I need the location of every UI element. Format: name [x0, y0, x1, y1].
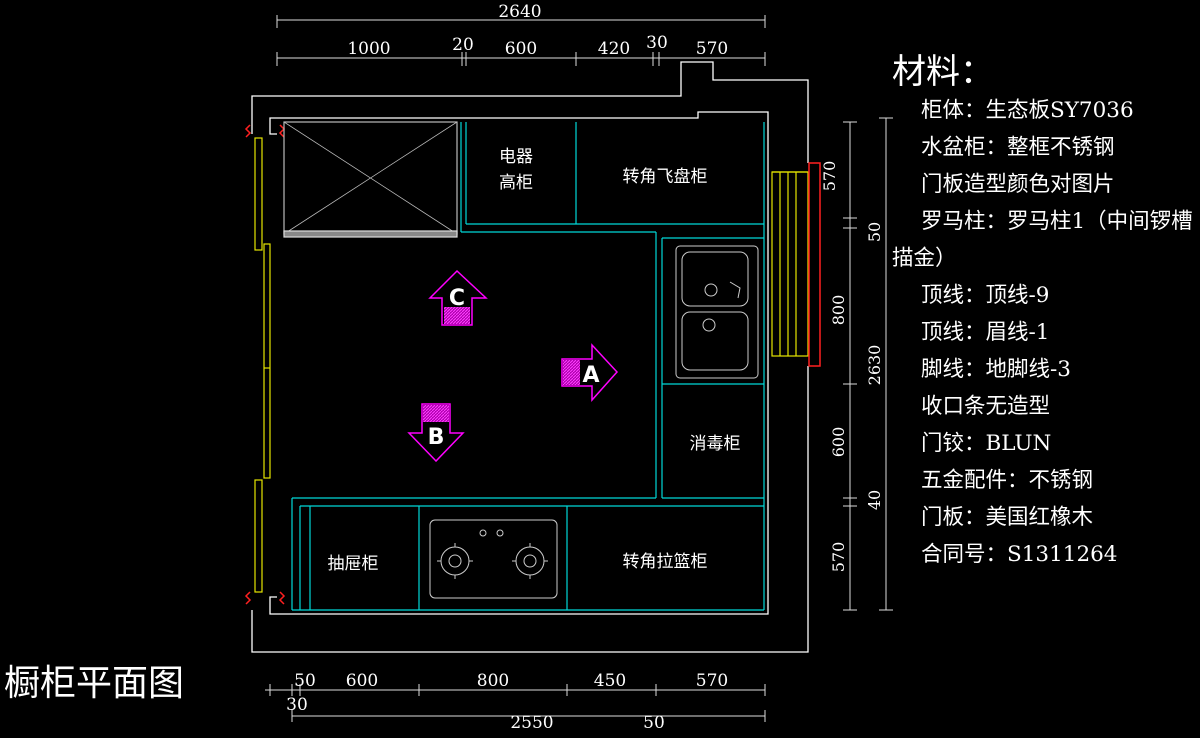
marker-a-label: A [582, 363, 599, 388]
material-line: 顶线：顶线-9 [921, 283, 1050, 308]
dim-top-2: 20 [452, 35, 474, 55]
dim-right-3: 800 [829, 295, 848, 326]
dim-right-5: 40 [865, 490, 884, 510]
right-window [771, 171, 809, 357]
dim-bottom-total: 2550 [510, 713, 553, 733]
materials-title: 材料： [892, 52, 994, 92]
sink [675, 245, 759, 379]
label-corner-basket: 转角拉篮柜 [623, 552, 708, 572]
material-line: 顶线：眉线-1 [921, 320, 1050, 345]
dim-top-4: 420 [598, 39, 630, 59]
material-line: 水盆柜：整框不锈钢 [921, 135, 1115, 160]
label-corner-flyer: 转角飞盘柜 [623, 167, 708, 187]
dim-right-6: 570 [829, 542, 848, 573]
dim-right-4: 600 [829, 427, 848, 458]
dim-top-total: 2640 [498, 2, 541, 22]
material-line: 脚线：地脚线-3 [921, 357, 1071, 382]
label-appliance-tall-2: 高柜 [499, 173, 533, 193]
dim-bottom-1: 50 [294, 671, 316, 691]
dim-bottom-2: 600 [346, 671, 378, 691]
dimension-labels: 2640 1000 20 600 420 30 570 570 50 800 6… [286, 2, 884, 733]
cooktop [429, 519, 558, 599]
walls [251, 61, 809, 653]
plan-title: 橱柜平面图 [4, 663, 185, 704]
dim-bottom-4: 450 [594, 671, 626, 691]
marker-b: B [407, 403, 465, 463]
dim-top-3: 600 [505, 39, 537, 59]
material-line: 门板造型颜色对图片 [921, 172, 1115, 197]
dim-bottom-5: 570 [696, 671, 728, 691]
dim-right-total: 2630 [865, 345, 884, 386]
material-line: 门铰：BLUN [921, 431, 1052, 456]
material-line: 门板：美国红橡木 [921, 505, 1094, 530]
cabinet-outlines [283, 121, 765, 611]
dim-bottom-extra2: 50 [643, 713, 665, 733]
dim-top-1: 1000 [347, 39, 390, 59]
marker-a: A [561, 343, 619, 402]
material-line: 罗马柱：罗马柱1（中间锣槽描金） [892, 209, 1193, 271]
dim-right-1: 570 [820, 161, 839, 192]
material-line: 合同号：S1311264 [921, 542, 1118, 567]
marker-b-label: B [428, 425, 445, 450]
dim-bottom-extra: 30 [286, 695, 308, 715]
cabinet-labels: 电器 高柜 转角飞盘柜 消毒柜 抽屉柜 转角拉篮柜 [328, 147, 741, 574]
label-appliance-tall-1: 电器 [499, 147, 533, 167]
accent-marks [244, 124, 821, 605]
label-disinfection: 消毒柜 [690, 434, 741, 454]
material-line: 柜体：生态板SY7036 [921, 98, 1134, 123]
dim-top-6: 570 [696, 39, 728, 59]
left-window [254, 137, 271, 593]
material-line: 五金配件：不锈钢 [921, 468, 1094, 493]
dimension-lines [265, 15, 893, 722]
marker-c-label: C [449, 286, 465, 311]
label-drawer: 抽屉柜 [328, 554, 379, 574]
materials-list: 柜体：生态板SY7036 水盆柜：整框不锈钢 门板造型颜色对图片 罗马柱：罗马柱… [892, 92, 1197, 573]
dim-bottom-3: 800 [477, 671, 509, 691]
material-line: 收口条无造型 [921, 394, 1051, 419]
marker-c: C [428, 269, 488, 326]
dim-top-5: 30 [646, 33, 668, 53]
dim-right-2: 50 [865, 222, 884, 242]
